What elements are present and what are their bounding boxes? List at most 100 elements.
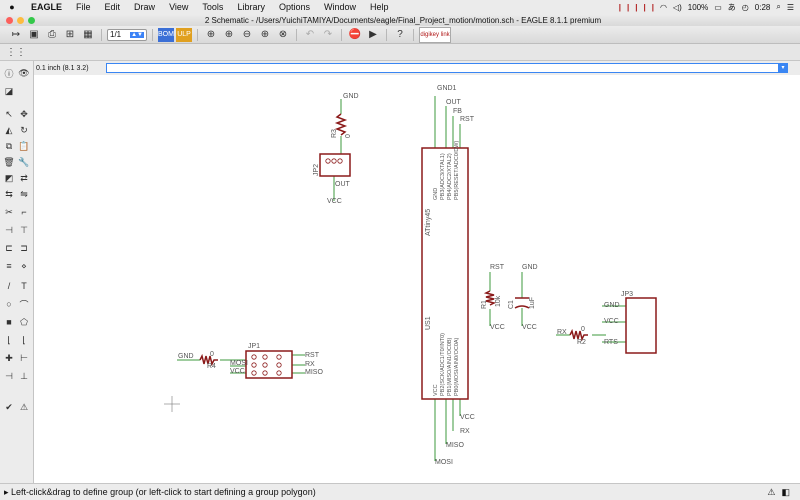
menu-options[interactable]: Options [278, 2, 310, 12]
app-menu[interactable]: EAGLE [31, 2, 63, 12]
menu-file[interactable]: File [76, 2, 91, 12]
info-icon[interactable]: ⓘ [4, 68, 14, 79]
optimize-icon[interactable]: ≡ [6, 261, 12, 271]
zoom-out-icon[interactable]: ⊖ [242, 29, 252, 40]
menubar-time[interactable]: 0:28 [754, 2, 771, 12]
frame-icon[interactable]: ⊥ [20, 370, 28, 381]
r3-symbol[interactable] [334, 113, 348, 136]
label-vcc-jp3: VCC [604, 318, 619, 325]
wifi-icon[interactable]: ◠ [659, 2, 667, 12]
copy-icon[interactable]: ⧉ [5, 140, 13, 151]
apple-menu-icon[interactable]: ● [9, 2, 15, 12]
show-icon[interactable]: 👁 [18, 67, 30, 78]
zoom-in-icon[interactable]: ⊕ [224, 29, 234, 40]
battery-icon[interactable]: ▭ [714, 2, 722, 12]
r2-symbol[interactable] [569, 328, 588, 342]
board-switch-icon[interactable]: ▦ [83, 29, 93, 40]
status-toggle-icon[interactable]: ◧ [781, 486, 790, 497]
move-icon[interactable]: ✥ [20, 108, 28, 119]
menu-tools[interactable]: Tools [202, 2, 224, 12]
volume-icon[interactable]: ◁) [672, 2, 682, 12]
polygon-icon[interactable]: ⬠ [20, 316, 28, 327]
menu-edit[interactable]: Edit [104, 2, 121, 12]
gate-swap-icon[interactable]: ⇆ [5, 188, 13, 199]
status-icon-2[interactable]: | [626, 2, 630, 12]
help-icon[interactable]: ? [397, 29, 403, 40]
status-icon-3[interactable]: | [635, 2, 638, 12]
jp3-symbol[interactable] [625, 297, 657, 354]
go-icon[interactable]: ▶ [369, 29, 377, 40]
zoom-window-button[interactable] [28, 16, 35, 24]
delete-icon[interactable]: 🗑 [3, 156, 15, 167]
bom-icon[interactable]: BOM [158, 27, 174, 42]
wrench-icon[interactable]: 🔧 [18, 156, 30, 167]
invoke-icon[interactable]: ⊣ [5, 224, 13, 235]
pin-swap-icon[interactable]: ⇋ [20, 188, 28, 199]
bus-icon[interactable]: ⌊ [7, 334, 11, 345]
label-icon[interactable]: ⊢ [20, 352, 28, 363]
status-icon-5[interactable]: | [651, 2, 654, 12]
status-icon-1[interactable]: | [618, 2, 621, 12]
schematic-canvas[interactable]: GND1 OUT FB RST GND OUT VCC RST GND VCC … [34, 76, 800, 483]
print-icon[interactable]: ⎙ [48, 29, 56, 40]
schematic-drawing[interactable]: GND1 OUT FB RST GND OUT VCC RST GND VCC … [34, 76, 800, 483]
wire-icon[interactable]: / [7, 281, 11, 291]
layers-icon[interactable]: ◪ [4, 85, 14, 96]
label-rts-jp3: RTS [604, 339, 618, 346]
mirror-icon[interactable]: ◭ [5, 124, 13, 135]
redraw-icon[interactable]: ⊗ [278, 29, 288, 40]
erc-icon[interactable]: ✔ [5, 401, 13, 412]
replace-icon[interactable]: ⇄ [20, 172, 28, 183]
select-arrow-icon[interactable]: ↖ [5, 108, 13, 119]
redo-icon[interactable]: ↷ [323, 29, 333, 40]
group-icon[interactable]: ◩ [4, 172, 14, 183]
menu-view[interactable]: View [169, 2, 189, 12]
menu-draw[interactable]: Draw [134, 2, 156, 12]
jp1-symbol[interactable] [245, 350, 293, 379]
ulp-icon[interactable]: ULP [176, 27, 192, 42]
sheet-select[interactable]: 1/1▲▼ [107, 28, 147, 41]
smash-icon[interactable]: ⊤ [20, 224, 28, 235]
c1-symbol-bottom[interactable] [514, 305, 530, 309]
status-icon-4[interactable]: | [643, 2, 646, 12]
r1-symbol[interactable] [483, 290, 497, 306]
miter-icon[interactable]: ⌐ [21, 207, 27, 217]
stop-icon[interactable]: ⛔ [348, 29, 362, 40]
zoom-fit-icon[interactable]: ⊕ [206, 29, 216, 40]
menu-library[interactable]: Library [237, 2, 265, 12]
undo-icon[interactable]: ↶ [305, 29, 315, 40]
digikey-icon[interactable]: digikey link [419, 26, 451, 43]
cam-icon[interactable]: ⊞ [65, 29, 75, 40]
keyboard-icon[interactable]: あ [727, 2, 736, 12]
command-input[interactable]: ▾ [106, 63, 788, 73]
text-icon[interactable]: T [21, 281, 27, 291]
grid-icon[interactable]: ⋮⋮ [6, 46, 26, 58]
open-icon[interactable]: ↦ [11, 29, 21, 40]
search-icon[interactable]: ⌕ [776, 2, 781, 11]
jp2-symbol[interactable] [319, 153, 351, 177]
u1-symbol[interactable] [421, 147, 469, 400]
save-icon[interactable]: ▣ [29, 29, 39, 40]
close-window-button[interactable] [6, 16, 13, 24]
circle-icon[interactable]: ○ [6, 299, 12, 309]
split-icon[interactable]: ✂ [5, 206, 13, 217]
attribute-icon[interactable]: ⊣ [5, 370, 13, 381]
rectangle-icon[interactable]: ■ [6, 317, 12, 327]
menu-help[interactable]: Help [370, 2, 389, 12]
junction-icon[interactable]: ✚ [5, 352, 13, 363]
name-icon[interactable]: ⊐ [20, 242, 28, 253]
change-icon[interactable]: ⋄ [21, 260, 27, 271]
arc-icon[interactable]: ⌒ [19, 299, 29, 310]
rotate-icon[interactable]: ↻ [20, 124, 28, 135]
notification-icon[interactable]: ☰ [786, 2, 794, 12]
status-warning-icon[interactable]: ⚠ [767, 486, 776, 497]
minimize-window-button[interactable] [17, 16, 24, 24]
errors-icon[interactable]: ⚠ [19, 401, 29, 412]
r4-symbol[interactable] [199, 353, 218, 367]
chevron-down-icon[interactable]: ▾ [778, 63, 788, 73]
paste-icon[interactable]: 📋 [18, 140, 30, 151]
net-icon[interactable]: ⌊ [22, 334, 26, 345]
zoom-select-icon[interactable]: ⊕ [260, 29, 270, 40]
menu-window[interactable]: Window [323, 2, 356, 12]
value-icon[interactable]: ⊏ [5, 242, 13, 253]
